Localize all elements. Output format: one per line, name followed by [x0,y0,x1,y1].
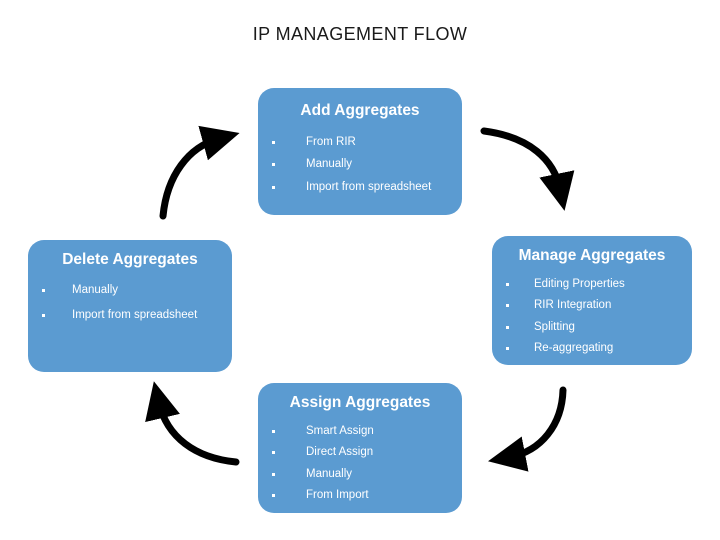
list-item: Manually [28,283,232,299]
list-item: From RIR [258,135,462,151]
bullet-list-add-aggregates: From RIR Manually Import from spreadshee… [258,135,462,196]
bullet-dot-icon [42,314,45,318]
list-item-label: Manually [72,283,119,296]
list-item-label: Editing Properties [534,277,625,290]
bullet-dot-icon [272,429,275,433]
bullet-dot-icon [506,325,509,329]
list-item-label: Import from spreadsheet [72,309,198,322]
box-title-assign-aggregates: Assign Aggregates [289,394,431,411]
list-item: From Import [258,488,462,504]
list-item: Direct Assign [258,445,462,461]
bullet-list-manage-aggregates: Editing Properties RIR Integration Split… [492,277,692,357]
bullet-dot-icon [42,288,45,292]
list-item-label: Manually [306,467,353,480]
list-item: Manually [258,467,462,483]
bullet-dot-icon [506,347,509,351]
bullet-dot-icon [506,282,509,286]
list-item-label: Smart Assign [306,424,374,437]
bullet-dot-icon [272,185,275,189]
flow-box-add-aggregates[interactable]: Add Aggregates From RIR Manually Import … [258,88,462,215]
arrow-assign-to-delete [145,381,240,466]
list-item-label: Manually [306,158,353,171]
arrow-delete-to-add [159,125,240,220]
list-item-label: RIR Integration [534,299,612,312]
bullet-dot-icon [272,163,275,167]
list-item: Splitting [492,320,692,336]
flow-box-assign-aggregates[interactable]: Assign Aggregates Smart Assign Direct As… [258,383,462,513]
arrow-add-to-manage [480,127,575,211]
list-item: Editing Properties [492,277,692,293]
list-item: Import from spreadsheet [28,308,232,324]
list-item-label: Import from spreadsheet [306,180,432,193]
page-title: IP MANAGEMENT FLOW [252,24,468,44]
bullet-list-assign-aggregates: Smart Assign Direct Assign Manually From… [258,424,462,504]
flow-box-delete-aggregates[interactable]: Delete Aggregates Manually Import from s… [28,240,232,372]
list-item: RIR Integration [492,298,692,314]
box-title-manage-aggregates: Manage Aggregates [518,247,666,264]
flow-box-manage-aggregates[interactable]: Manage Aggregates Editing Properties RIR… [492,236,692,365]
box-title-add-aggregates: Add Aggregates [300,102,420,119]
list-item: Import from spreadsheet [258,180,462,196]
list-item: Smart Assign [258,424,462,440]
bullet-dot-icon [272,472,275,476]
list-item-label: From RIR [306,135,356,148]
list-item-label: From Import [306,489,369,502]
list-item-label: Re-aggregating [534,342,614,355]
list-item: Re-aggregating [492,341,692,357]
bullet-dot-icon [272,494,275,498]
list-item: Manually [258,157,462,173]
bullet-list-delete-aggregates: Manually Import from spreadsheet [28,283,232,324]
arrow-manage-to-assign [488,386,567,472]
bullet-dot-icon [506,304,509,308]
list-item-label: Direct Assign [306,446,374,459]
list-item-label: Splitting [534,320,575,333]
bullet-dot-icon [272,451,275,455]
box-title-delete-aggregates: Delete Aggregates [62,251,198,268]
bullet-dot-icon [272,140,275,144]
